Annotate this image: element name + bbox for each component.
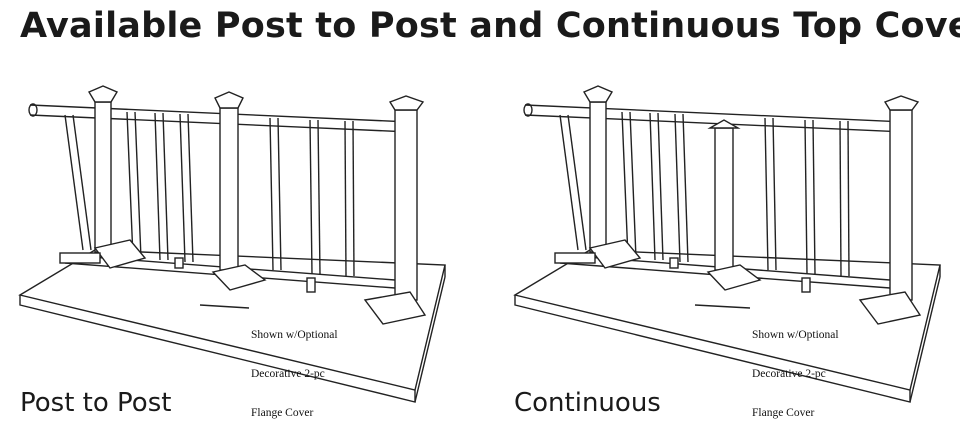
caption-continuous: Continuous <box>514 388 661 418</box>
caption-post-to-post: Post to Post <box>20 388 172 418</box>
flange-cover-note-line: Decorative 2-pc <box>752 368 826 380</box>
post-to-post-illustration: Shown w/Optional Decorative 2-pc Flange … <box>15 80 455 419</box>
flange-cover-note-line: Flange Cover <box>752 407 815 419</box>
continuous-illustration: Shown w/Optional Decorative 2-pc Flange … <box>510 80 950 419</box>
page-title: Available Post to Post and Continuous To… <box>20 6 960 46</box>
flange-cover-note-line: Flange Cover <box>251 407 314 419</box>
flange-cover-note-line: Decorative 2-pc <box>251 368 325 380</box>
flange-cover-note-line: Shown w/Optional <box>251 329 338 341</box>
flange-cover-note-line: Shown w/Optional <box>752 329 839 341</box>
